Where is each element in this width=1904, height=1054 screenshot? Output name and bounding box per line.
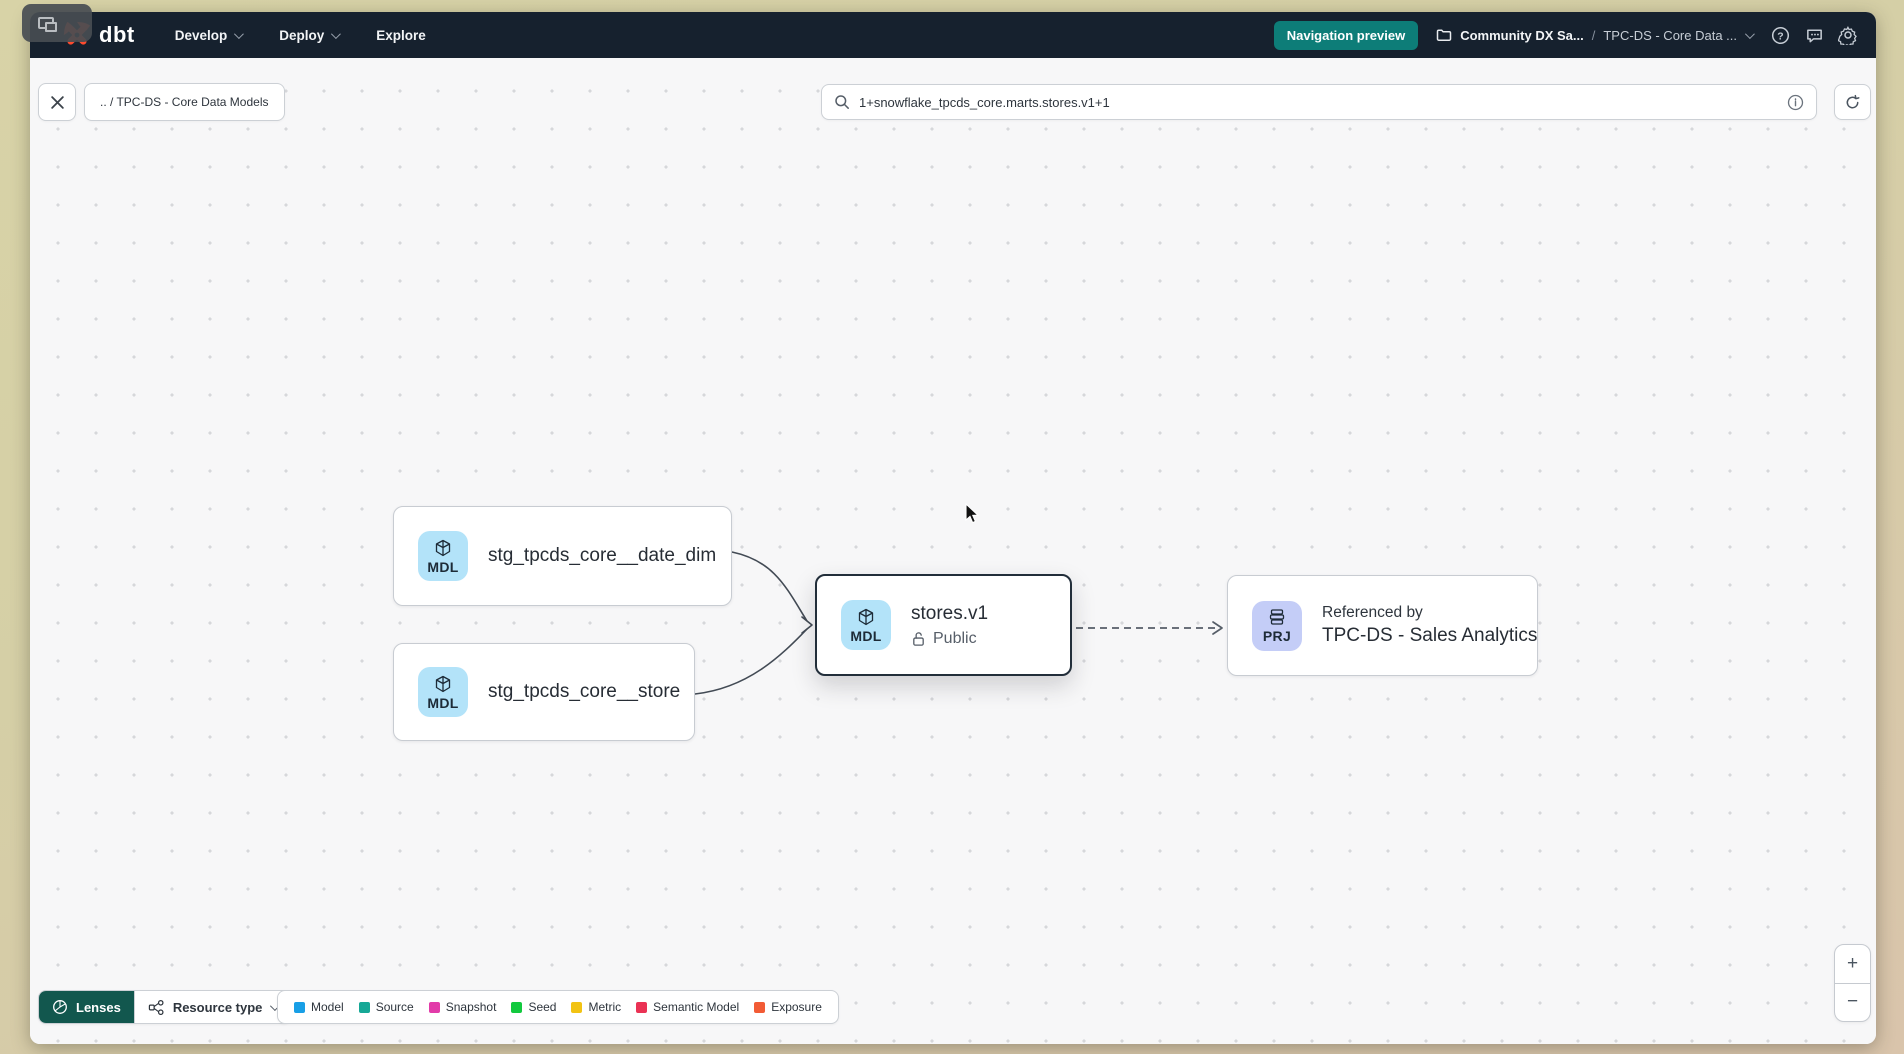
legend-item-exposure: Exposure — [754, 1000, 822, 1014]
node-tpcds-sales-analytics[interactable]: PRJ Referenced by TPC-DS - Sales Analyti… — [1227, 575, 1538, 676]
close-lineage-button[interactable] — [38, 83, 76, 121]
breadcrumb-separator: / — [1591, 27, 1596, 43]
nav-menu-develop-label: Develop — [174, 27, 228, 43]
badge-label: MDL — [427, 694, 459, 711]
folder-icon — [1436, 29, 1452, 41]
legend-label: Source — [375, 1000, 414, 1014]
badge-label: MDL — [850, 627, 882, 644]
help-icon[interactable]: ? — [1770, 25, 1790, 45]
nav-menu-explore-label: Explore — [376, 27, 426, 43]
project-badge: PRJ — [1252, 600, 1302, 651]
node-label: TPC-DS - Sales Analytics — [1322, 625, 1538, 646]
source-swatch — [358, 1001, 370, 1013]
legend-item-seed: Seed — [511, 1000, 556, 1014]
nav-menu-deploy-label: Deploy — [279, 27, 325, 43]
refresh-icon — [1846, 94, 1860, 108]
breadcrumb: Community DX Sa... / TPC-DS - Core Data … — [1436, 27, 1755, 43]
search-icon — [835, 95, 849, 109]
model-badge: MDL — [841, 600, 891, 650]
model-badge: MDL — [418, 531, 468, 581]
lock-open-icon — [913, 631, 924, 646]
breadcrumb-project[interactable]: Community DX Sa... — [1460, 27, 1584, 43]
legend-item-semantic-model: Semantic Model — [636, 1000, 739, 1014]
chevron-down-icon[interactable] — [1744, 28, 1755, 39]
resource-legend: Model Source Snapshot Seed Metric Semant… — [277, 990, 839, 1024]
lenses-control: Lenses Resource type — [38, 990, 292, 1024]
cube-icon — [435, 539, 451, 556]
svg-text:?: ? — [1777, 31, 1783, 42]
dbt-logo-text: dbt — [99, 22, 135, 47]
settings-gear-icon[interactable] — [1838, 25, 1858, 45]
zoom-out-button[interactable]: − — [1846, 991, 1859, 1013]
chevron-down-icon — [234, 28, 245, 39]
legend-label: Semantic Model — [653, 1000, 740, 1014]
semantic-model-swatch — [636, 1001, 648, 1013]
feedback-icon[interactable] — [1804, 25, 1824, 45]
cube-icon — [435, 675, 451, 692]
stack-icon — [1269, 609, 1285, 625]
lineage-path-label: .. / TPC-DS - Core Data Models — [100, 95, 269, 109]
legend-label: Seed — [528, 1000, 557, 1014]
window-icon — [38, 17, 57, 32]
node-label: stores.v1 — [911, 602, 989, 624]
legend-label: Model — [311, 1000, 344, 1014]
model-swatch — [294, 1001, 305, 1013]
lineage-canvas[interactable]: .. / TPC-DS - Core Data Models — [30, 58, 1876, 1044]
metric-swatch — [571, 1001, 583, 1013]
nav-menu-develop[interactable]: Develop — [174, 27, 245, 43]
selector-input[interactable] — [859, 94, 1787, 110]
lens-icon — [53, 1000, 67, 1014]
chevron-down-icon — [331, 28, 342, 39]
legend-item-metric: Metric — [571, 1000, 621, 1014]
info-icon[interactable] — [1787, 94, 1804, 111]
resource-graph-icon — [148, 999, 164, 1015]
legend-item-source: Source — [358, 1000, 414, 1014]
legend-label: Metric — [588, 1000, 622, 1014]
node-stores-v1[interactable]: MDL stores.v1 Public — [815, 574, 1072, 676]
top-navbar: dbt Develop Deploy Explore Navigation pr… — [30, 12, 1876, 58]
exposure-swatch — [754, 1001, 766, 1013]
cube-icon — [858, 608, 874, 625]
screen-overlay-tab[interactable] — [22, 4, 92, 42]
node-stg-tpcds-core-date-dim[interactable]: MDL stg_tpcds_core__date_dim — [393, 506, 732, 606]
node-stg-tpcds-core-store[interactable]: MDL stg_tpcds_core__store — [393, 643, 695, 741]
zoom-in-button[interactable]: + — [1835, 945, 1870, 984]
seed-swatch — [511, 1001, 523, 1013]
node-referenced-by-label: Referenced by — [1322, 604, 1423, 621]
legend-label: Snapshot — [445, 1000, 497, 1014]
badge-label: PRJ — [1262, 628, 1292, 644]
resource-type-dropdown[interactable]: Resource type — [133, 991, 291, 1023]
lenses-button[interactable]: Lenses — [39, 991, 134, 1023]
nav-menu-deploy[interactable]: Deploy — [279, 27, 342, 43]
node-label: stg_tpcds_core__store — [488, 681, 681, 702]
lineage-path-chip[interactable]: .. / TPC-DS - Core Data Models — [84, 83, 285, 121]
zoom-control: + − — [1834, 944, 1871, 1022]
lineage-selector-bar[interactable] — [821, 84, 1817, 120]
mouse-cursor — [965, 503, 980, 524]
legend-label: Exposure — [771, 1000, 822, 1014]
badge-label: MDL — [427, 558, 459, 575]
model-badge: MDL — [418, 667, 468, 717]
node-access-label: Public — [933, 629, 977, 647]
lenses-label: Lenses — [76, 999, 121, 1015]
lineage-edges — [694, 551, 1223, 695]
breadcrumb-current[interactable]: TPC-DS - Core Data ... — [1603, 27, 1737, 43]
legend-item-model: Model — [294, 1000, 344, 1014]
nav-menu-explore[interactable]: Explore — [376, 28, 426, 43]
node-label: stg_tpcds_core__date_dim — [488, 545, 717, 566]
legend-item-snapshot: Snapshot — [428, 1000, 497, 1014]
navigation-preview-badge[interactable]: Navigation preview — [1273, 20, 1419, 50]
refresh-lineage-button[interactable] — [1834, 84, 1871, 120]
snapshot-swatch — [428, 1001, 440, 1013]
app-window: dbt Develop Deploy Explore Navigation pr… — [30, 12, 1876, 1044]
close-icon — [50, 95, 64, 109]
resource-type-label: Resource type — [172, 999, 263, 1015]
